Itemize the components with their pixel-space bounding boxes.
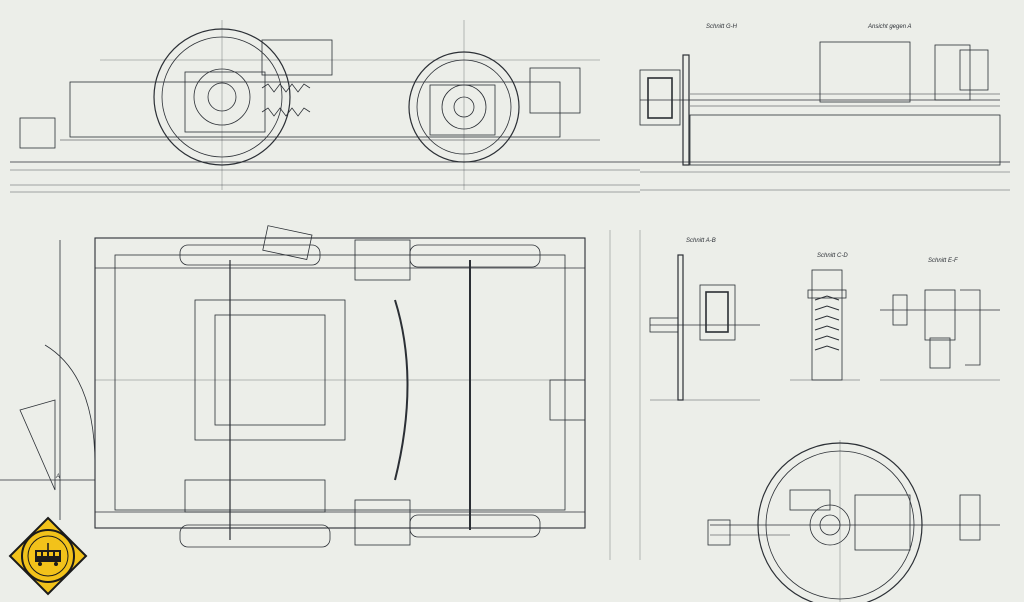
section-e-f-view [880, 289, 1000, 381]
logo-badge [8, 516, 88, 596]
plan-view [0, 225, 641, 560]
section-g-h-view [639, 41, 1010, 191]
section-g-h-label: Schnitt G-H [706, 24, 738, 30]
view-a-label: Ansicht gegen A [868, 24, 912, 30]
section-c-d-label: Schnitt C-D [817, 253, 848, 259]
arrow-a-label: A [56, 474, 61, 480]
section-a-b-label: Schnitt A-B [686, 238, 716, 244]
end-view-wheel [707, 440, 1000, 602]
section-c-d-view [790, 269, 860, 381]
section-a-b-view [649, 254, 760, 401]
side-elevation-view [10, 20, 640, 193]
section-e-f-label: Schnitt E-F [928, 258, 958, 264]
